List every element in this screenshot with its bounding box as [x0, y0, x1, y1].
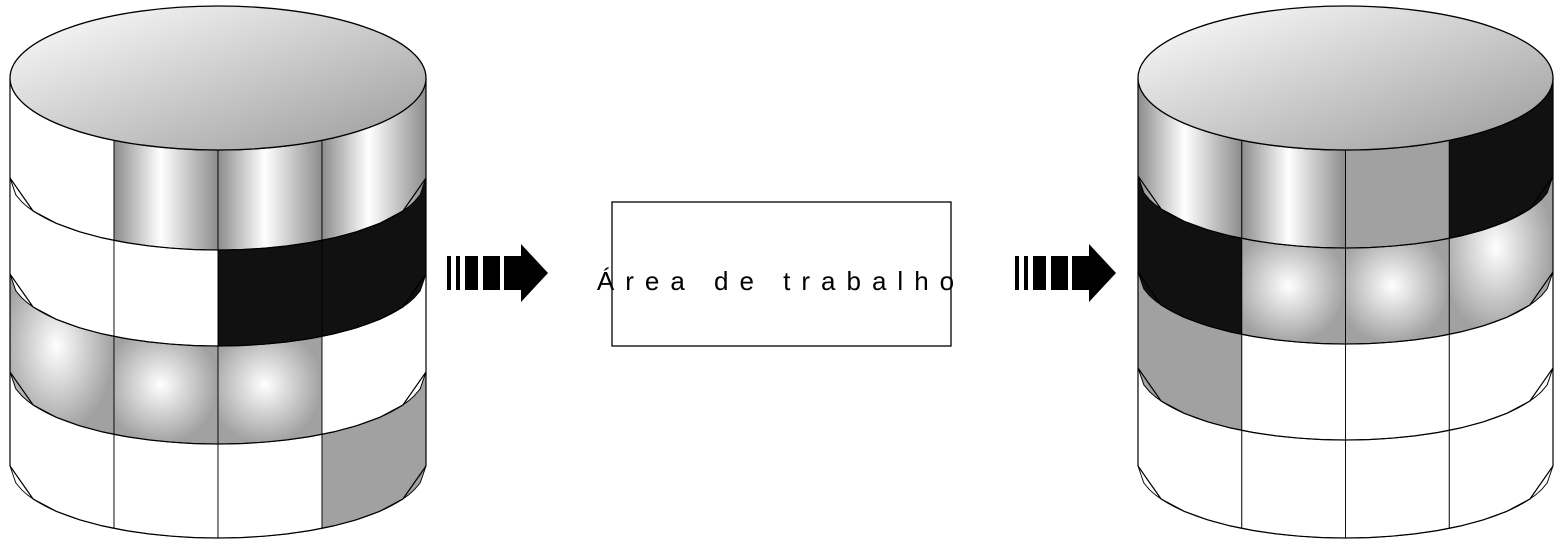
band-edge: [9, 465, 427, 539]
cylinder-cell: [1345, 333, 1450, 441]
workspace-label: Área de trabalho: [597, 266, 965, 296]
cylinder-top: [1137, 5, 1554, 151]
cylinder-cell: [217, 239, 323, 347]
cylinder-cell: [113, 335, 219, 445]
cylinder-cell: [217, 433, 323, 539]
band-edge: [1137, 271, 1554, 345]
band-edge: [1137, 175, 1554, 249]
cylinder-cell: [1345, 237, 1450, 345]
right-arrow-icon: [1015, 244, 1116, 302]
cylinder-cell: [1241, 139, 1346, 249]
band-edge: [9, 371, 427, 445]
band-edge: [1137, 465, 1554, 539]
cylinder-cell: [113, 139, 219, 251]
cylinder-cell: [1241, 237, 1346, 345]
cylinder-top: [9, 5, 427, 151]
cylinder-cell: [113, 433, 219, 539]
right-arrow-icon: [447, 244, 548, 302]
cylinder-cell: [113, 239, 219, 347]
cylinder-cell: [217, 335, 323, 445]
workspace-box: Área de trabalho: [597, 201, 965, 347]
cylinder-cell: [1241, 333, 1346, 441]
cylinder-cell: [217, 139, 323, 251]
band-edge: [1137, 367, 1554, 441]
band-edge: [9, 273, 427, 347]
band-edge: [9, 177, 427, 251]
cylinder-cell: [1345, 139, 1450, 249]
cylinder-cell: [1345, 429, 1450, 539]
source-database-cylinder: [9, 5, 427, 539]
cylinder-cell: [1241, 429, 1346, 539]
result-database-cylinder: [1137, 5, 1554, 539]
